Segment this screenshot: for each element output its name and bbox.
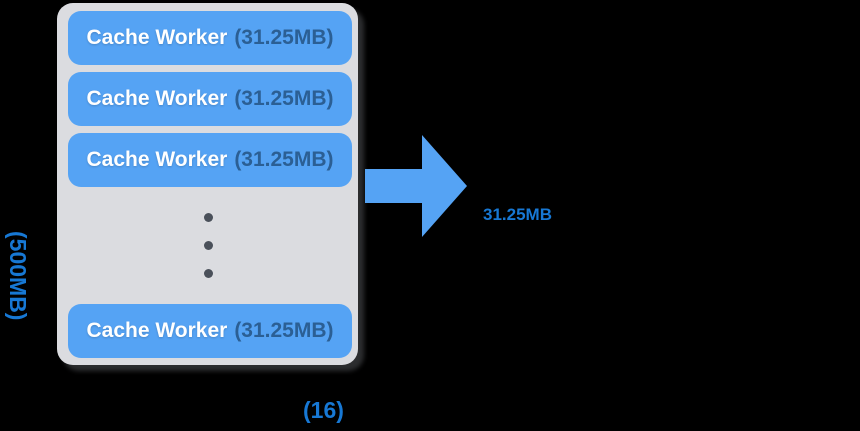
cache-worker-label: Cache Worker xyxy=(86,87,228,110)
arrow-size-label: 31.25MB xyxy=(483,205,552,224)
cache-worker-box: Cache Worker (31.25MB) xyxy=(68,304,352,358)
cache-pool-container: Cache Worker (31.25MB) Cache Worker (31.… xyxy=(57,3,358,365)
cache-worker-label: Cache Worker xyxy=(86,319,228,342)
ellipsis-dot xyxy=(204,213,213,222)
vertical-ellipsis-icon xyxy=(204,213,213,278)
worker-count-label: (16) xyxy=(303,397,344,423)
cache-worker-size: (31.25MB) xyxy=(234,148,334,171)
cache-worker-size: (31.25MB) xyxy=(234,319,334,342)
cache-worker-size: (31.25MB) xyxy=(234,26,334,49)
cache-worker-size: (31.25MB) xyxy=(234,87,334,110)
cache-worker-box: Cache Worker (31.25MB) xyxy=(68,133,352,187)
pool-capacity-label: (500MB) xyxy=(5,231,31,321)
arrow-right-icon xyxy=(365,135,467,237)
ellipsis-dot xyxy=(204,269,213,278)
cache-worker-box: Cache Worker (31.25MB) xyxy=(68,11,352,65)
ellipsis-dot xyxy=(204,241,213,250)
cache-worker-label: Cache Worker xyxy=(86,26,228,49)
cache-worker-box: Cache Worker (31.25MB) xyxy=(68,72,352,126)
cache-worker-label: Cache Worker xyxy=(86,148,228,171)
